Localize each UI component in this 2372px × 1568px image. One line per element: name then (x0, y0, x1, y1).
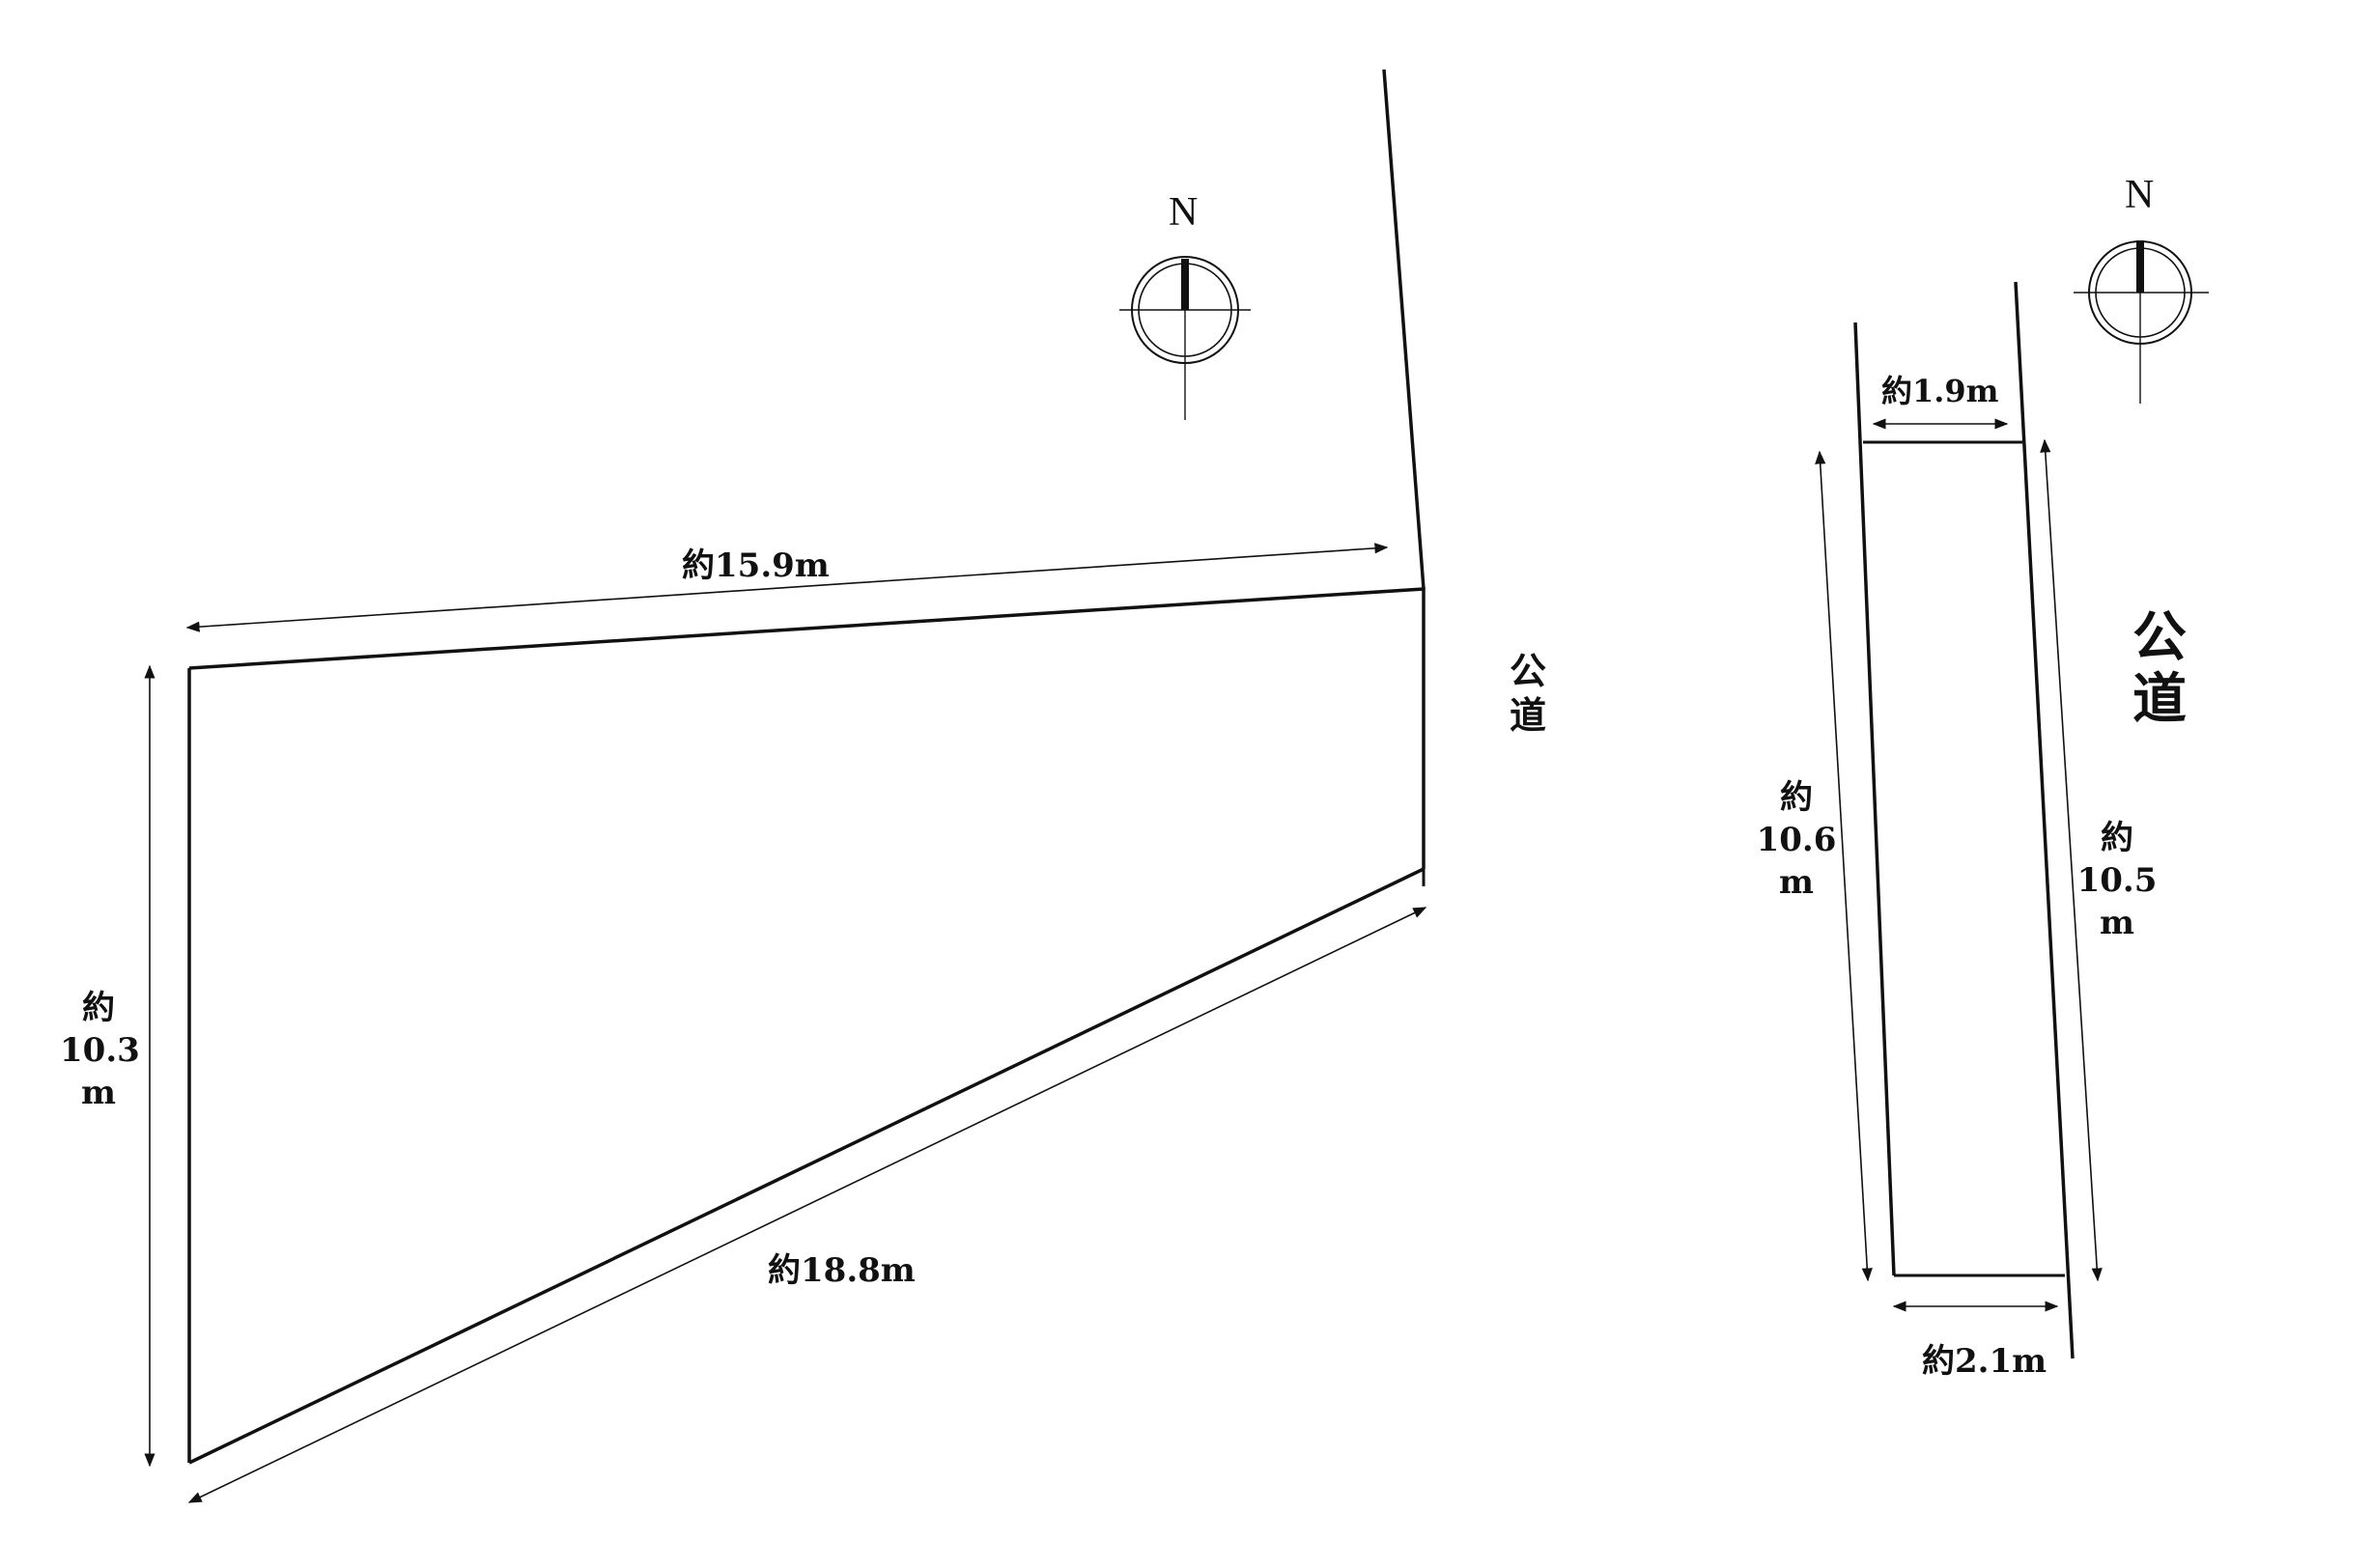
right-road-label: 公 道 (2132, 605, 2187, 731)
left-dimensions (144, 543, 1427, 1503)
left-bottom-dimension-label: 約18.8m (768, 1251, 916, 1290)
left-side-dimension-label: 約 10.3 m (60, 989, 140, 1112)
right-bottom-dimension-label: 約2.1m (1922, 1342, 2047, 1381)
dim-arrow-right-right (2040, 438, 2103, 1282)
compass-right-letter: N (2125, 173, 2155, 217)
compass-right (2074, 240, 2209, 404)
compass-left-letter: N (1169, 190, 1199, 235)
left-parcel-bottom-edge (188, 867, 1425, 1465)
right-top-dimension-label: 約1.9m (1881, 373, 1999, 409)
left-road-boundary (1382, 69, 1426, 590)
right-right-dimension-label: 約 10.5 m (2076, 819, 2158, 942)
compass-left (1119, 256, 1251, 420)
right-parcel (1853, 281, 2075, 1359)
right-left-dimension-label: 約 10.6 m (1756, 778, 1837, 902)
left-top-dimension-label: 約15.9m (682, 546, 830, 585)
right-parcel-left-boundary (1853, 322, 1896, 1276)
dim-arrow-top (185, 543, 1389, 632)
right-dimensions (1815, 418, 2103, 1312)
left-parcel-boundary (188, 587, 1426, 869)
dim-arrow-right-left (1815, 450, 1873, 1282)
dim-arrow-bottom (187, 907, 1427, 1503)
left-road-label: 公 道 (1509, 649, 1546, 737)
